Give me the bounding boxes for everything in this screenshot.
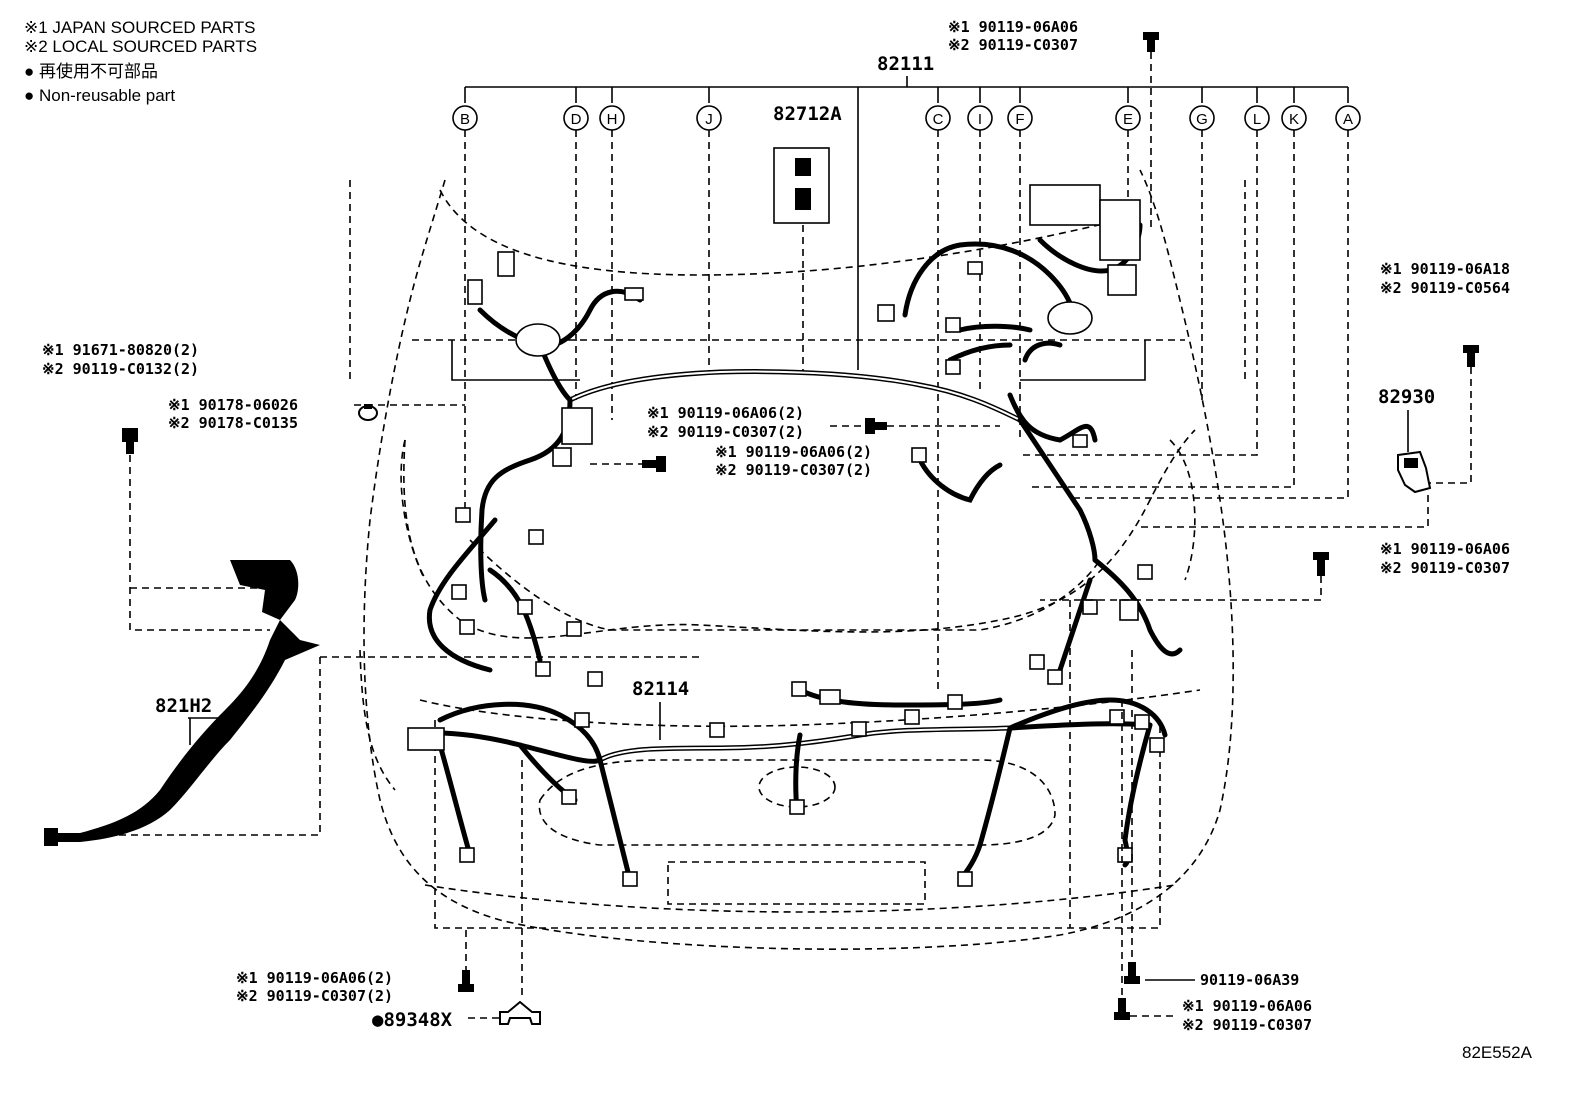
callout-right-top-2: ※2 90119-C0564 (1380, 279, 1510, 297)
svg-text:B: B (460, 111, 470, 128)
svg-text:J: J (705, 111, 713, 128)
engine-room-harness (426, 184, 1183, 687)
connector-leader-lines (464, 130, 1349, 690)
connector-letter-c: C (925, 105, 951, 131)
engine-bay-bracket (434, 340, 1161, 929)
callout-mid-bolt-b-1: ※1 90119-06A06(2) (715, 443, 872, 461)
part-821h2-label: 821H2 (155, 695, 212, 717)
connector-letter-k: K (1281, 105, 1307, 131)
bolt-icon-right-mid (1040, 552, 1329, 601)
callout-top-bolt-1: ※1 90119-06A06 (948, 18, 1078, 36)
svg-text:L: L (1253, 111, 1261, 128)
svg-text:E: E (1123, 111, 1133, 128)
bolt-icon-bottom-right-b (1114, 700, 1178, 1020)
connector-letter-l: L (1244, 105, 1270, 131)
bracket-82930 (1140, 410, 1432, 528)
callout-right-mid-1: ※1 90119-06A06 (1380, 540, 1510, 558)
main-harness-bracket (464, 76, 1349, 370)
connector-letter-g: G (1189, 105, 1215, 131)
clip-89348x-icon (468, 760, 541, 1025)
part-89348x-label: ●89348X (372, 1009, 453, 1031)
connector-letter-d: D (563, 105, 589, 131)
connector-letter-j: J (696, 105, 722, 131)
svg-text:F: F (1015, 111, 1024, 128)
bolt-icon-bottom-left (458, 930, 474, 992)
callout-top-bolt-2: ※2 90119-C0307 (948, 36, 1078, 54)
connector-letter-i: I (967, 105, 993, 131)
relay-block-82712a (773, 147, 830, 372)
callout-mid-bolt-a-2: ※2 90119-C0307(2) (647, 423, 804, 441)
part-82930-label: 82930 (1378, 386, 1435, 408)
connector-letter-h: H (599, 105, 625, 131)
callout-clamp-1: ※1 90178-06026 (168, 396, 298, 414)
legend-local-sourced: ※2 LOCAL SOURCED PARTS (24, 37, 258, 56)
legend-japan-sourced: ※1 JAPAN SOURCED PARTS (24, 18, 256, 37)
callout-left-clip-2: ※2 90119-C0132(2) (42, 360, 199, 378)
leader-821h2-top (55, 657, 321, 836)
callout-bottom-left-1: ※1 90119-06A06(2) (236, 969, 393, 987)
connector-letter-f: F (1007, 105, 1033, 131)
svg-text:I: I (978, 111, 982, 128)
svg-text:G: G (1196, 111, 1208, 128)
part-82712a-label: 82712A (773, 103, 842, 125)
callout-left-clip-1: ※1 91671-80820(2) (42, 341, 199, 359)
callout-mid-bolt-a-1: ※1 90119-06A06(2) (647, 404, 804, 422)
callout-right-top-1: ※1 90119-06A18 (1380, 260, 1510, 278)
svg-text:K: K (1289, 111, 1299, 128)
bolt-icon-top (1143, 32, 1159, 230)
diagram-code: 82E552A (1462, 1043, 1533, 1062)
harness-821h2 (44, 560, 320, 846)
bolt-icon-mid-b (590, 456, 666, 472)
part-82114-label: 82114 (632, 678, 689, 700)
bolt-icon-right-top (1428, 345, 1479, 484)
callout-bottom-right-1: ※1 90119-06A06 (1182, 997, 1312, 1015)
connector-letter-e: E (1115, 105, 1141, 131)
callout-bottom-right-single: 90119-06A39 (1200, 971, 1299, 989)
svg-text:D: D (571, 111, 582, 128)
clamp-icon (358, 404, 378, 421)
legend-non-reusable-jp: ● 再使用不可部品 (24, 62, 158, 81)
left-leader-lines (129, 404, 700, 658)
svg-text:A: A (1343, 111, 1353, 128)
vehicle-body-outline (349, 169, 1246, 950)
svg-text:H: H (607, 111, 618, 128)
bumper-harness-82114 (407, 681, 1168, 887)
connector-letter-b: B (452, 105, 478, 131)
bolt-icon-mid-a (830, 418, 1000, 434)
callout-bottom-right-2: ※2 90119-C0307 (1182, 1016, 1312, 1034)
legend-non-reusable-en: ● Non-reusable part (24, 86, 176, 105)
callout-right-mid-2: ※2 90119-C0307 (1380, 559, 1510, 577)
clip-icon-left (122, 428, 138, 454)
part-82111-label: 82111 (877, 53, 934, 75)
svg-text:C: C (933, 111, 944, 128)
callout-bottom-left-2: ※2 90119-C0307(2) (236, 987, 393, 1005)
callout-clamp-2: ※2 90178-C0135 (168, 414, 298, 432)
connector-letter-a: A (1335, 105, 1361, 131)
bolt-icon-bottom-right-a (1124, 650, 1195, 984)
callout-mid-bolt-b-2: ※2 90119-C0307(2) (715, 461, 872, 479)
